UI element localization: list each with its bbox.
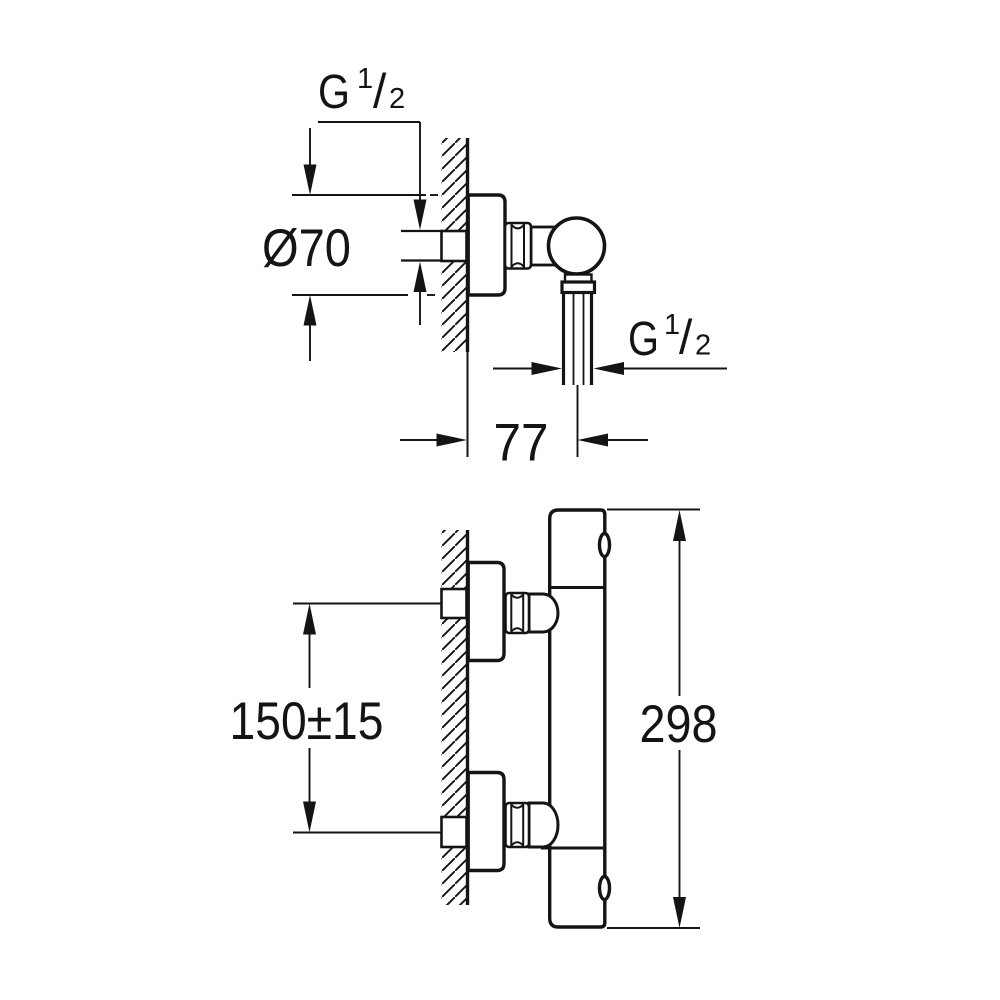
dimension-pipe-thread: G 1 / 2 [318, 63, 427, 325]
thread-label-numerator: 1 [357, 63, 373, 95]
diameter-label: Ø70 [262, 219, 351, 278]
dimension-inlet-spacing: 150±15 [230, 603, 384, 833]
shower-hose [561, 292, 594, 385]
dimension-escutcheon-diameter: Ø70 [262, 128, 438, 361]
thermostat-body [548, 508, 607, 929]
outlet-ball [546, 216, 607, 276]
escutcheon-top [466, 560, 506, 663]
inlet-spacing-label: 150±15 [230, 692, 384, 751]
upper-view: G 1 / 2 Ø70 77 [262, 63, 727, 473]
dimension-hose-thread: G 1 / 2 [493, 309, 727, 375]
wall-hatch-lower [441, 530, 468, 905]
inlet-pipe-bottom [440, 815, 468, 849]
pipe-in-wall [440, 229, 468, 263]
hose-thread-denominator: 2 [695, 330, 711, 362]
hose-thread-numerator: 1 [664, 309, 680, 341]
handle-button-bottom [597, 874, 612, 902]
lower-view: 150±15 298 [230, 508, 718, 929]
dimension-wall-to-outlet: 77 [400, 414, 648, 473]
handle-button-top [597, 531, 612, 559]
union-cone-bottom [527, 801, 560, 849]
thread-label-g: G [318, 66, 350, 119]
escutcheon-flange [466, 193, 507, 297]
union-nut [503, 221, 533, 270]
overall-height-label: 298 [640, 695, 718, 754]
union-cone-top [527, 592, 560, 634]
escutcheon-bottom [466, 770, 506, 873]
wall-distance-label: 77 [494, 414, 549, 473]
hose-collar-lower [560, 280, 597, 295]
hose-thread-g: G [628, 313, 659, 366]
hose-thread-slash: / [679, 312, 693, 365]
union-nut-top [504, 591, 531, 635]
thread-label-slash: / [373, 66, 387, 119]
thread-label-denominator: 2 [389, 83, 405, 115]
dimension-overall-height: 298 [607, 508, 718, 929]
inlet-pipe-top [440, 587, 468, 620]
union-nut-bottom [504, 801, 531, 849]
